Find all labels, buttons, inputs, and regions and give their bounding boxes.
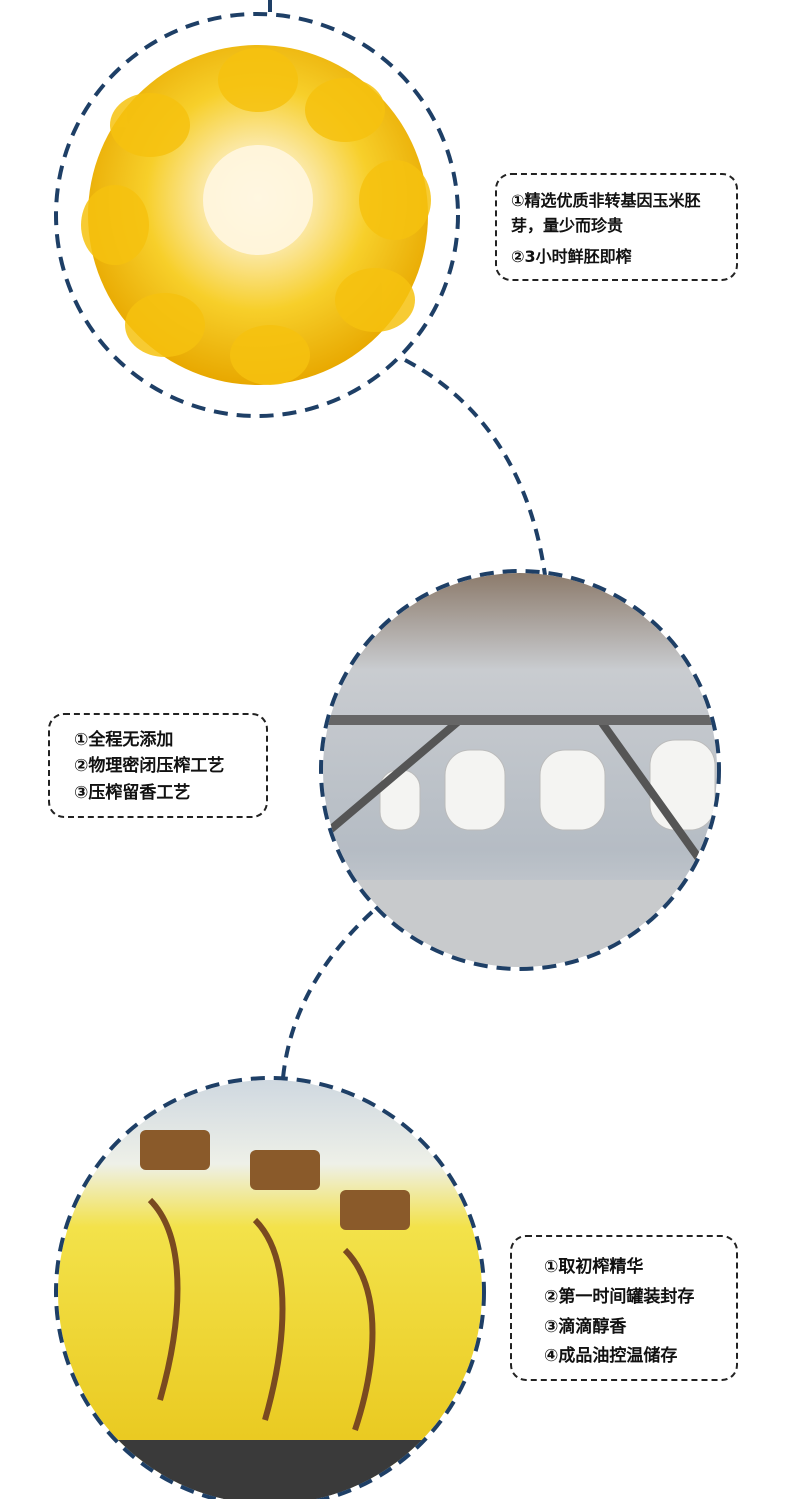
factory-press-photo (323, 573, 717, 967)
feature-line: ②第一时间罐装封存 (544, 1286, 695, 1307)
corn-kernel-photo (81, 45, 431, 385)
feature-line: ②物理密闭压榨工艺 (74, 756, 225, 777)
feature-line: ③滴滴醇香 (544, 1316, 627, 1337)
feature-line: ①取初榨精华 (544, 1257, 644, 1277)
feature-line: ①全程无添加 (74, 730, 174, 750)
dashed-connectors (268, 0, 547, 1093)
feature-box-bottling: ①取初榨精华 ②第一时间罐装封存 ③滴滴醇香 ④成品油控温储存 (510, 1235, 738, 1381)
feature-line: ①精选优质非转基因玉米胚芽，量少而珍贵 (511, 191, 701, 235)
feature-box-corn: ①精选优质非转基因玉米胚芽，量少而珍贵 ②3小时鲜胚即榨 (495, 173, 738, 281)
oil-bottles-photo (58, 1080, 482, 1499)
feature-box-factory: ①全程无添加 ②物理密闭压榨工艺 ③压榨留香工艺 (48, 713, 268, 818)
feature-line: ③压榨留香工艺 (74, 782, 191, 803)
feature-line: ④成品油控温储存 (544, 1346, 678, 1367)
feature-line: ②3小时鲜胚即榨 (511, 246, 632, 266)
